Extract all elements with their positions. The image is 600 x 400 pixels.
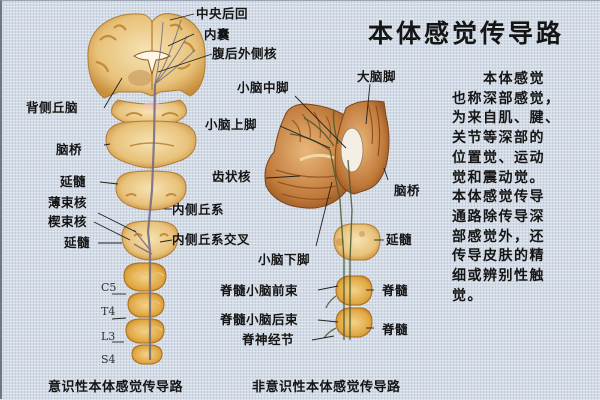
label-lemniscal-decussation: 内侧丘系交叉 [172, 232, 251, 247]
right-cerebellum-brainstem [264, 100, 390, 338]
label-medulla-upper: 延髓 [60, 174, 87, 189]
caption-conscious-pathway: 意识性本体感觉传导路 [48, 380, 184, 395]
segment-c5: C5 [101, 281, 117, 294]
label-cerebral-peduncle: 大脑脚 [357, 69, 397, 84]
label-medial-lemniscus: 内侧丘系 [172, 202, 225, 217]
description-line: 位置觉、运动 [452, 149, 545, 166]
label-posterior-spinocerebellar-tract: 脊髓小脑后束 [220, 312, 299, 327]
left-brain-sections [87, 13, 206, 365]
label-spinal-cord-1: 脊髓 [382, 283, 409, 298]
description-line: 也称深部感觉， [452, 90, 561, 107]
description-line: 部感觉外，还 [452, 228, 545, 245]
label-medulla-right: 延髓 [386, 232, 413, 247]
label-spinal-ganglion: 脊神经节 [242, 332, 295, 347]
label-pons-left: 脑桥 [56, 142, 83, 157]
label-cuneate-nucleus: 楔束核 [48, 214, 88, 229]
description-line: 觉。 [452, 287, 483, 304]
left-leader-lines [93, 13, 213, 343]
label-superior-cerebellar-peduncle: 小脑上脚 [205, 117, 258, 132]
description-line: 为来自肌、腱、 [452, 110, 561, 127]
right-pathway-fibers [289, 109, 353, 340]
caption-nonconscious-pathway: 非意识性本体感觉传导路 [252, 380, 401, 395]
segment-t4: T4 [101, 305, 116, 318]
description-line: 觉和震动觉。 [452, 169, 545, 186]
label-postcentral-gyrus: 中央后回 [196, 6, 249, 21]
description-line: 关节等深部的 [452, 130, 545, 147]
label-inferior-cerebellar-peduncle: 小脑下脚 [258, 252, 311, 267]
label-middle-cerebellar-peduncle: 小脑中脚 [237, 80, 290, 95]
description-line: 细或辨别性触 [452, 268, 545, 285]
label-internal-capsule: 内囊 [204, 27, 231, 42]
description-text: 本体感觉 也称深部感觉， 为来自肌、腱、 关节等深部的 位置觉、运动 觉和震动觉… [452, 70, 592, 306]
page-title: 本体感觉传导路 [368, 19, 565, 48]
label-pons-right: 脑桥 [394, 183, 421, 198]
description-line: 本体感觉 [452, 71, 545, 87]
description-line: 通路除传导深 [452, 208, 545, 225]
label-gracile-nucleus: 薄束核 [48, 195, 88, 210]
label-dorsal-thalamus: 背侧丘脑 [26, 100, 79, 115]
segment-l3: L3 [101, 330, 116, 343]
description-line: 传导皮肤的精 [452, 248, 545, 265]
label-dentate-nucleus: 齿状核 [212, 169, 252, 184]
label-medulla-lower: 延髓 [64, 235, 91, 250]
description-line: 本体感觉传导 [452, 189, 545, 206]
segment-s4: S4 [101, 353, 116, 366]
label-anterior-spinocerebellar-tract: 脊髓小脑前束 [220, 283, 299, 298]
label-vpl-nucleus: 腹后外侧核 [212, 46, 278, 61]
label-spinal-cord-2: 脊髓 [382, 322, 409, 337]
right-leader-lines [266, 84, 389, 341]
